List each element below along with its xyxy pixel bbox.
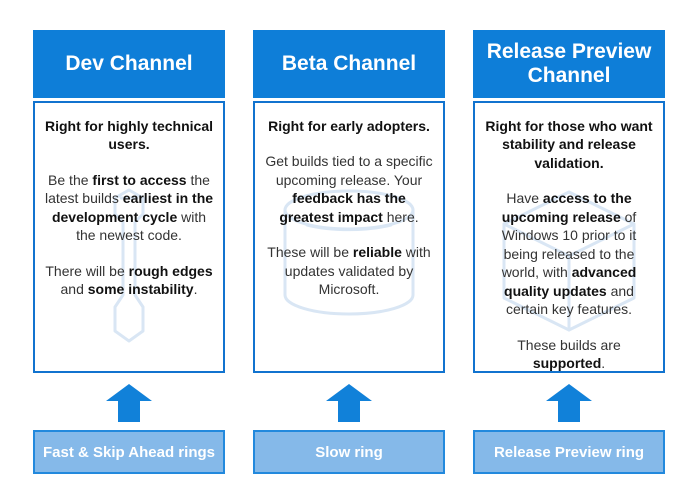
channel-paragraph: Be the first to access the latest builds… — [44, 171, 214, 244]
channel-column: Beta Channel Right for early adopters. Ge… — [253, 30, 445, 474]
channel-paragraph: These will be reliable with updates vali… — [267, 244, 431, 298]
channel-title: Dev Channel — [65, 51, 193, 75]
channel-header: Beta Channel — [253, 30, 445, 98]
channel-card: Dev Channel Right for highly technical u… — [33, 30, 225, 373]
channel-paragraph: There will be rough edges and some insta… — [45, 262, 213, 298]
channel-paragraphs: Right for early adopters. Get builds tied… — [264, 117, 434, 299]
ring-label: Slow ring — [315, 443, 383, 461]
channel-card: Beta Channel Right for early adopters. Ge… — [253, 30, 445, 373]
channel-header: Dev Channel — [33, 30, 225, 98]
channel-paragraphs: Right for those who want stability and r… — [484, 117, 654, 372]
ring-label: Fast & Skip Ahead rings — [43, 443, 215, 461]
up-arrow-icon — [546, 384, 592, 422]
channel-card: Release Preview Channel Right for those … — [473, 30, 665, 373]
ring-label-box: Slow ring — [253, 430, 445, 474]
channel-header: Release Preview Channel — [473, 30, 665, 98]
channel-description: Right for early adopters. Get builds tied… — [253, 101, 445, 373]
channel-paragraph: Have access to the upcoming release of W… — [501, 190, 637, 318]
channel-paragraph: These builds are supported. — [517, 336, 621, 372]
channel-paragraph: Right for those who want stability and r… — [485, 118, 653, 171]
up-arrow-icon — [326, 384, 372, 422]
channel-title: Release Preview Channel — [486, 39, 652, 87]
channel-columns: Dev Channel Right for highly technical u… — [33, 30, 665, 474]
ring-label-box: Fast & Skip Ahead rings — [33, 430, 225, 474]
ring-label: Release Preview ring — [493, 443, 645, 461]
ring-label-box: Release Preview ring — [473, 430, 665, 474]
channel-title: Beta Channel — [281, 51, 417, 75]
channel-paragraphs: Right for highly technical users. Be the … — [44, 117, 214, 299]
channel-paragraph: Get builds tied to a specific upcoming r… — [265, 153, 433, 225]
channel-paragraph: Right for early adopters. — [268, 118, 430, 134]
channel-column: Dev Channel Right for highly technical u… — [33, 30, 225, 474]
channel-description: Right for those who want stability and r… — [473, 101, 665, 373]
up-arrow-icon — [106, 384, 152, 422]
channel-description: Right for highly technical users. Be the … — [33, 101, 225, 373]
channel-column: Release Preview Channel Right for those … — [473, 30, 665, 474]
channel-paragraph: Right for highly technical users. — [44, 118, 213, 153]
